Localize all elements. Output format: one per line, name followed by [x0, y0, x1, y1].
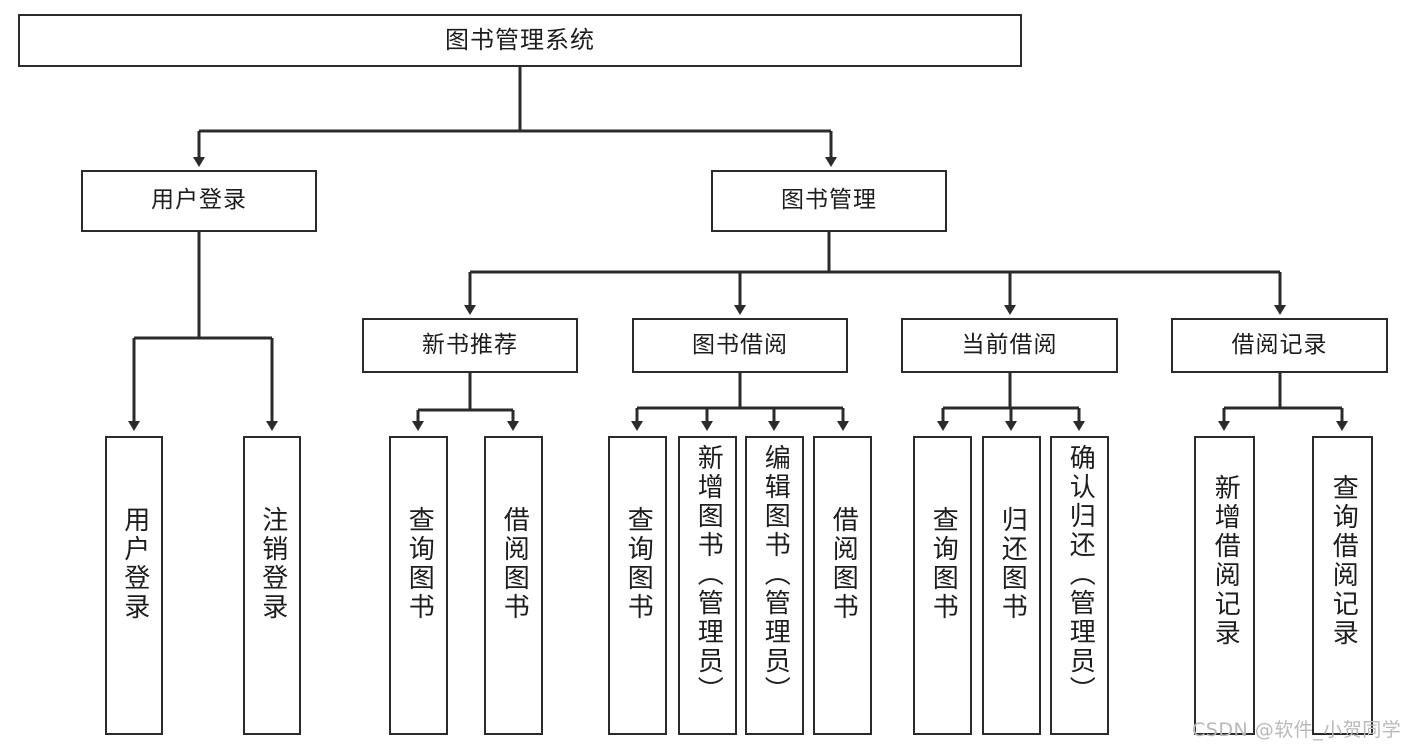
node-label: 借阅图书	[828, 506, 859, 622]
node-label: 确认归还（管理员）	[1065, 444, 1096, 705]
leaf-book-borrow-add-book-admin[interactable]: 新增图书（管理员）	[678, 436, 737, 735]
node-label: 图书借阅	[692, 331, 788, 358]
node-label: 图书管理系统	[445, 26, 595, 55]
leaf-current-borrow-confirm-return-admin[interactable]: 确认归还（管理员）	[1050, 436, 1109, 735]
node-label: 图书管理	[781, 187, 877, 214]
node-root-book-management-system[interactable]: 图书管理系统	[18, 14, 1022, 67]
leaf-book-borrow-borrow-book[interactable]: 借阅图书	[813, 436, 872, 735]
node-label: 编辑图书（管理员）	[760, 444, 791, 705]
leaf-user-login-login[interactable]: 用户登录	[105, 436, 163, 735]
leaf-user-login-logout[interactable]: 注销登录	[243, 436, 301, 735]
node-label: 借阅图书	[499, 506, 530, 622]
leaf-new-book-query-book[interactable]: 查询图书	[389, 436, 448, 735]
node-label: 新增借阅记录	[1210, 474, 1241, 648]
leaf-current-borrow-query-book[interactable]: 查询图书	[913, 436, 972, 735]
node-label: 归还图书	[997, 506, 1028, 622]
node-label: 新书推荐	[422, 331, 518, 358]
leaf-borrow-record-add-record[interactable]: 新增借阅记录	[1194, 436, 1255, 735]
csdn-watermark: CSDN @软件_小贺同学	[1192, 719, 1402, 741]
node-label: 查询图书	[404, 506, 435, 622]
leaf-book-borrow-edit-book-admin[interactable]: 编辑图书（管理员）	[745, 436, 804, 735]
node-label: 用户登录	[151, 187, 247, 214]
node-borrow-record[interactable]: 借阅记录	[1171, 318, 1388, 373]
node-label: 当前借阅	[961, 331, 1058, 358]
leaf-book-borrow-query-book[interactable]: 查询图书	[608, 436, 667, 735]
node-user-login[interactable]: 用户登录	[81, 170, 317, 232]
leaf-new-book-borrow-book[interactable]: 借阅图书	[484, 436, 543, 735]
node-book-borrow[interactable]: 图书借阅	[632, 318, 848, 373]
node-label: 查询图书	[623, 506, 654, 622]
node-label: 新增图书（管理员）	[693, 444, 724, 705]
node-current-borrow[interactable]: 当前借阅	[901, 318, 1118, 373]
node-label: 查询借阅记录	[1328, 474, 1359, 648]
node-book-management[interactable]: 图书管理	[711, 170, 947, 232]
leaf-current-borrow-return-book[interactable]: 归还图书	[982, 436, 1041, 735]
node-label: 用户登录	[119, 506, 150, 622]
node-label: 借阅记录	[1231, 331, 1328, 358]
node-label: 查询图书	[928, 506, 959, 622]
leaf-borrow-record-query-record[interactable]: 查询借阅记录	[1312, 436, 1373, 735]
node-new-book-recommend[interactable]: 新书推荐	[362, 318, 578, 373]
node-label: 注销登录	[257, 506, 288, 622]
